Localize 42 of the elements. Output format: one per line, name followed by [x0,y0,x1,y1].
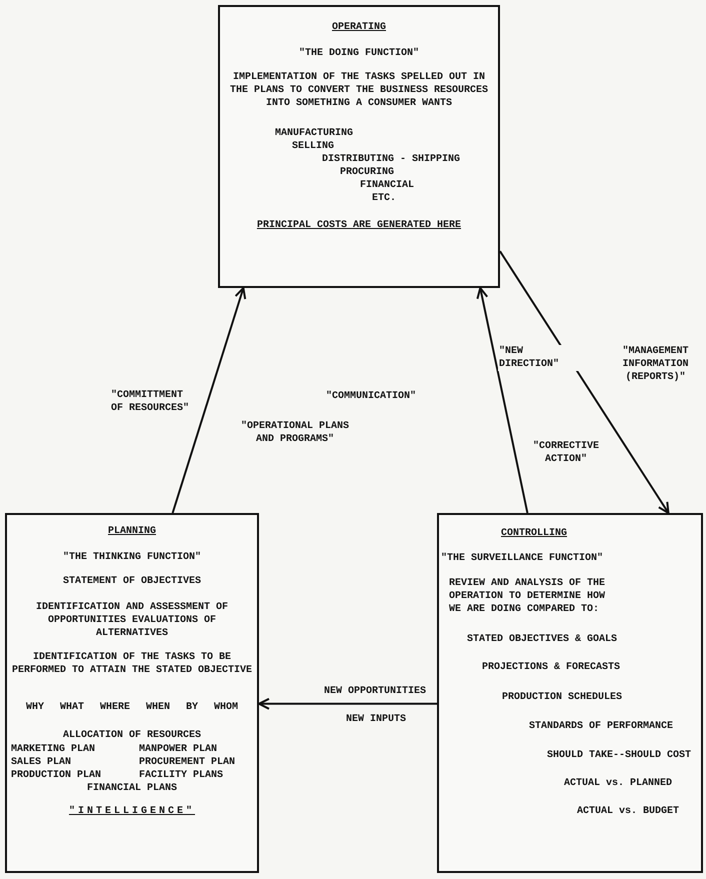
box-text: STATEMENT OF OBJECTIVES [62,575,202,588]
box-text: MARKETING PLAN [11,743,96,756]
box-text: PROCURING [340,166,396,179]
box-text: PRODUCTION PLAN [11,769,102,782]
box-text: "THE SURVEILLANCE FUNCTION" [441,552,604,565]
function-box [5,513,259,873]
box-text: ACTUAL vs. PLANNED [564,777,674,790]
box-text: PRODUCTION SCHEDULES [502,691,624,704]
box-text: REVIEW AND ANALYSIS OF THE OPERATION TO DETERMINE HOW WE ARE DOING COMPARED TO: [449,577,606,616]
box-text: MANUFACTURING [275,127,354,140]
box-text: SHOULD TAKE--SHOULD COST [547,749,692,762]
box-text: DISTRIBUTING - SHIPPING [322,153,462,166]
box-text: "THE DOING FUNCTION" [298,47,420,60]
function-box [437,513,703,873]
box-text: ETC. [372,192,398,205]
box-text: SALES PLAN [11,756,72,769]
box-text: ALLOCATION OF RESOURCES [62,729,202,742]
box-text: PROJECTIONS & FORECASTS [482,661,622,674]
arrow [172,287,246,514]
box-heading: CONTROLLING [501,527,568,540]
box-heading: PLANNING [106,525,157,538]
box-text: PRINCIPAL COSTS ARE GENERATED HERE [256,219,462,232]
box-heading: OPERATING [330,21,387,34]
box-text: IDENTIFICATION OF THE TASKS TO BE PERFORMED TO ATTAIN THE STATED OBJECTIVE [10,651,254,677]
box-text: "THE THINKING FUNCTION" [62,551,202,564]
arrow [499,250,670,514]
box-text: IDENTIFICATION AND ASSESSMENT OF OPPORTUNITIES EVALUATIONS OF ALTERNATIVES [34,601,230,640]
box-text: PROCUREMENT PLAN [139,756,236,769]
box-text: WHY WHAT WHERE WHEN BY WHOM [24,701,240,714]
box-text: SELLING [292,140,336,153]
arrow [258,698,437,710]
box-text: IMPLEMENTATION OF THE TASKS SPELLED OUT IN THE PLANS TO CONVERT THE BUSINESS RESOURCES INTO SOMETHING A CONSUMER WANTS [228,71,490,110]
box-text: STANDARDS OF PERFORMANCE [529,720,674,733]
box-text: FINANCIAL [360,179,416,192]
box-text: MANPOWER PLAN [139,743,218,756]
box-text: FACILITY PLANS [139,769,224,782]
box-text: "INTELLIGENCE" [68,805,196,818]
box-text: ACTUAL vs. BUDGET [577,805,680,818]
box-text: STATED OBJECTIVES & GOALS [467,633,618,646]
box-text: FINANCIAL PLANS [86,782,178,795]
arrow [476,287,528,514]
function-box [218,5,500,288]
